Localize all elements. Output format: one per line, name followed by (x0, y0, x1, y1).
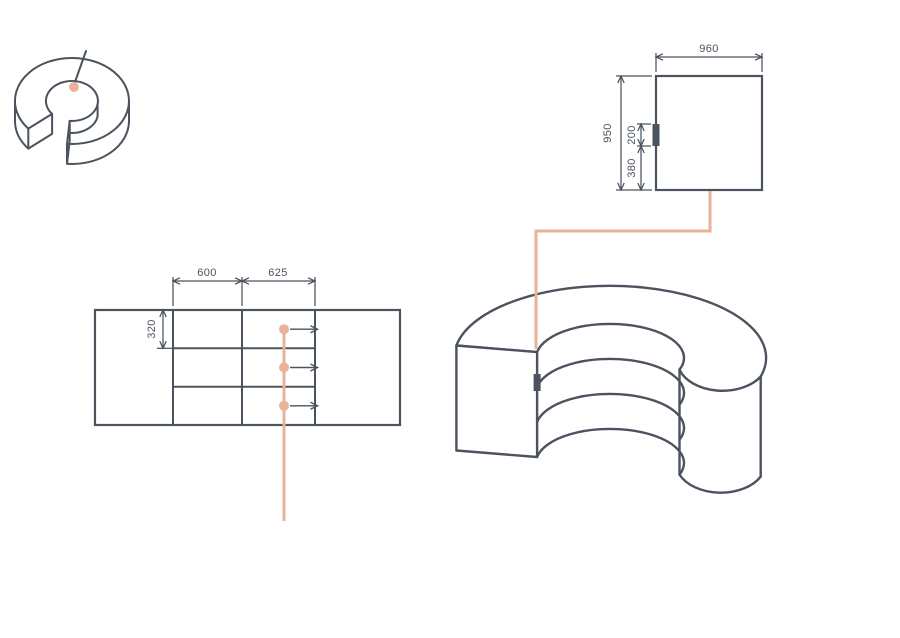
desk-shelf-arc (535, 357, 686, 406)
desk-shelf-arc (535, 392, 686, 441)
arrowhead (654, 53, 764, 61)
extension-line (655, 53, 763, 72)
desk-column-bottom-cap (678, 473, 762, 494)
desk-floor-arc (535, 427, 686, 476)
grommet-arrows (290, 325, 320, 410)
extension-line (172, 277, 316, 306)
dim-hinge-upper-label: 200 (626, 125, 638, 145)
thumb-marker-dot (69, 82, 79, 92)
extension-line (637, 123, 651, 147)
grommet-dot (279, 324, 289, 335)
callout-lines (282, 191, 712, 521)
arrowhead (617, 74, 625, 192)
thumb-leader-line (74, 50, 87, 83)
thumb-inner-wall-bottom (68, 115, 99, 134)
grommet-arrow (290, 325, 320, 334)
dimension-panel-width (654, 53, 764, 72)
desk-top-surface (455, 284, 768, 392)
thumb-outer-rim (14, 56, 130, 145)
iso-thumbnail (14, 50, 130, 165)
thumb-outer-wall-bottom (66, 120, 130, 165)
thumb-cut-face-right (66, 119, 71, 165)
dim-bay-left-label: 600 (197, 267, 217, 279)
arrowhead (159, 308, 167, 350)
dim-panel-height-label: 950 (602, 123, 614, 143)
grommet-arrow (290, 363, 320, 372)
front-elevation-drawing: 600 625 320 (93, 267, 402, 427)
desk-isometric-drawing (455, 284, 768, 494)
thumb-inner-rim (44, 79, 99, 122)
panel-outline (654, 74, 764, 192)
thumb-cut-face-left (27, 112, 54, 150)
grommet-dot (279, 400, 289, 411)
dimension-row-height (157, 308, 173, 350)
hinge-mark (533, 374, 541, 391)
dim-panel-width-label: 960 (699, 43, 719, 55)
dim-hinge-lower-label: 380 (626, 158, 638, 178)
dimension-panel-height (616, 74, 652, 192)
dim-row-height-label: 320 (146, 319, 158, 339)
dimension-bays (171, 277, 317, 306)
arrowhead (171, 277, 317, 285)
elevation-shelf-lines (173, 347, 315, 388)
extension-line (616, 75, 652, 191)
panel-detail-drawing: 960 950 200 380 (602, 43, 764, 192)
grommet-arrow (290, 401, 320, 410)
grommet-dot (279, 362, 289, 373)
desk-end-panel (455, 344, 539, 459)
thumb-outer-wall-left (14, 100, 30, 150)
dim-bay-right-label: 625 (268, 267, 288, 279)
hinge-mark (652, 124, 660, 146)
panel-callout-line (534, 191, 712, 349)
arrowhead (637, 122, 645, 192)
dimension-hinge-chain (637, 122, 651, 192)
elevation-outline (93, 308, 402, 427)
